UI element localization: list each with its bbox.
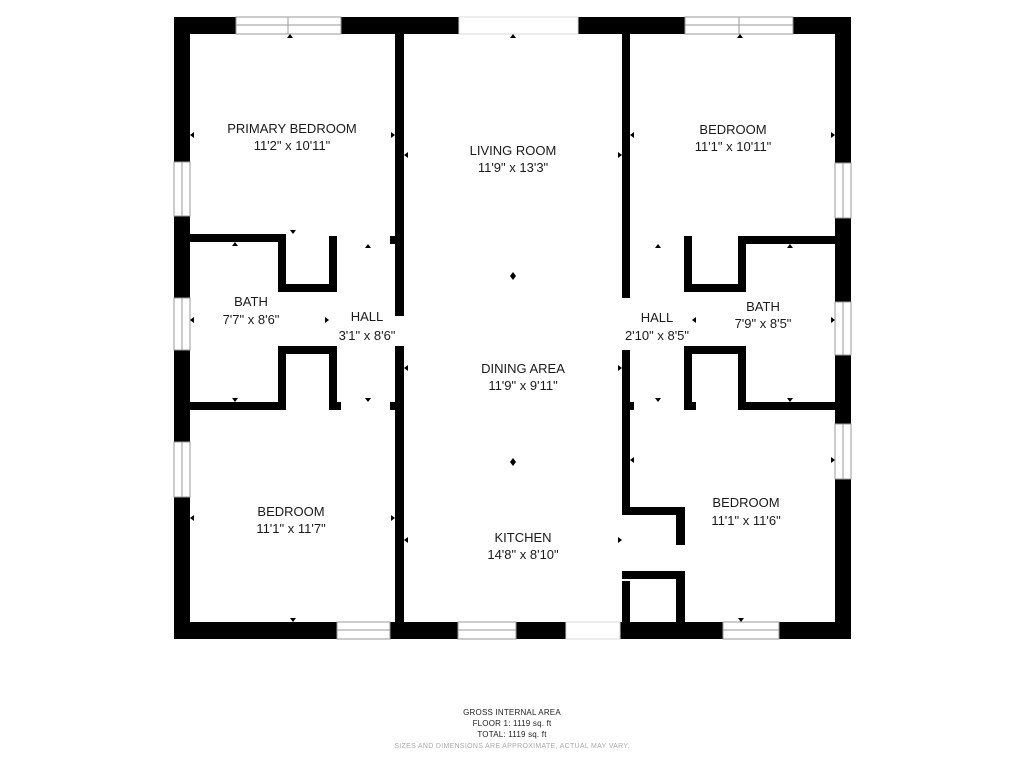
dimension-ticks: [190, 34, 835, 622]
room-name-bath-west: BATH: [234, 294, 268, 309]
room-labels: PRIMARY BEDROOM 11'2" x 10'11" LIVING RO…: [223, 121, 792, 562]
room-name-bedroom-ne: BEDROOM: [699, 122, 766, 137]
room-dims-hall-west: 3'1" x 8'6": [339, 328, 396, 343]
room-name-bedroom-se: BEDROOM: [712, 495, 779, 510]
area-summary: GROSS INTERNAL AREA FLOOR 1: 1119 sq. ft…: [394, 708, 629, 750]
room-name-primary-bedroom: PRIMARY BEDROOM: [227, 121, 357, 136]
area-floor-1: FLOOR 1: 1119 sq. ft: [473, 719, 552, 728]
room-dims-hall-east: 2'10" x 8'5": [625, 328, 689, 343]
room-dims-bath-east: 7'9" x 8'5": [735, 316, 792, 331]
area-title: GROSS INTERNAL AREA: [463, 708, 561, 717]
room-dims-bath-west: 7'7" x 8'6": [223, 312, 280, 327]
area-total: TOTAL: 1119 sq. ft: [477, 730, 547, 739]
room-dims-bedroom-sw: 11'1" x 11'7": [256, 521, 326, 536]
interior-walls: [190, 34, 835, 622]
area-disclaimer: SIZES AND DIMENSIONS ARE APPROXIMATE, AC…: [394, 743, 629, 750]
room-name-hall-east: HALL: [641, 310, 674, 325]
room-dims-kitchen: 14'8" x 8'10": [487, 547, 559, 562]
room-dims-bedroom-se: 11'1" x 11'6": [711, 513, 781, 528]
room-dims-primary-bedroom: 11'2" x 10'11": [254, 138, 331, 153]
room-name-kitchen: KITCHEN: [494, 530, 551, 545]
room-name-bedroom-sw: BEDROOM: [257, 504, 324, 519]
room-name-hall-west: HALL: [351, 309, 384, 324]
window-sills: [181, 24, 844, 631]
room-dims-dining-area: 11'9" x 9'11": [488, 378, 558, 393]
room-name-living-room: LIVING ROOM: [470, 143, 557, 158]
room-dims-living-room: 11'9" x 13'3": [478, 160, 549, 175]
room-name-dining-area: DINING AREA: [481, 361, 565, 376]
outer-walls: [174, 17, 851, 639]
room-dims-bedroom-ne: 11'1" x 10'11": [695, 139, 772, 154]
room-name-bath-east: BATH: [746, 299, 780, 314]
entry-doors: [458, 16, 621, 640]
